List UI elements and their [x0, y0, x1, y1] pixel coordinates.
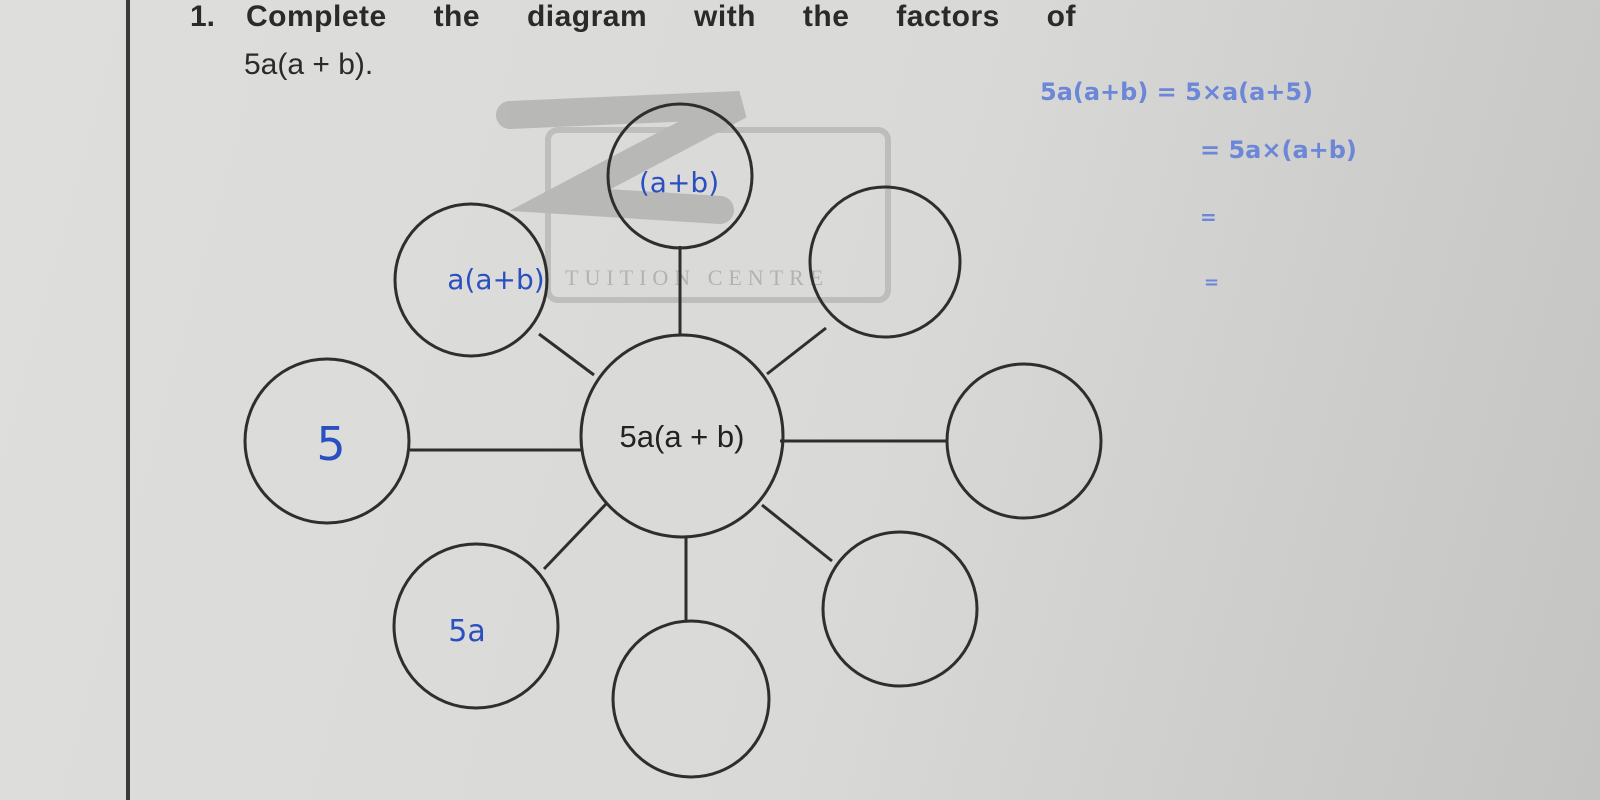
factor-circle-lower-left[interactable]: [392, 542, 560, 710]
question-number: 1.: [190, 0, 216, 33]
factor-circle-lower-right[interactable]: [821, 530, 979, 688]
factor-circle-top[interactable]: [606, 102, 754, 250]
factor-circle-bottom[interactable]: [611, 619, 771, 779]
factor-circle-upper-right[interactable]: [808, 185, 962, 339]
factor-answer-lower-left: 5a: [448, 614, 485, 649]
watermark-text: TUITION CENTRE: [565, 265, 829, 290]
working-line-3: =: [1200, 205, 1217, 229]
factor-answer-top: (a+b): [639, 166, 719, 199]
working-line-4: =: [1204, 272, 1220, 293]
working-line-2: = 5a×(a+b): [1200, 136, 1357, 164]
margin-line: [126, 0, 130, 800]
spokes: [410, 246, 948, 622]
question-text: Complete the diagram with the factors of: [246, 0, 1076, 33]
factor-circle-upper-left[interactable]: [393, 202, 549, 358]
factor-answer-left: 5: [316, 417, 345, 471]
center-expression: 5a(a + b): [620, 419, 745, 454]
working-line-1: 5a(a+b) = 5×a(a+5): [1040, 78, 1314, 106]
question-expression: 5a(a + b).: [244, 48, 374, 81]
watermark-logo: TUITION CENTRE: [496, 91, 891, 303]
factor-answer-upper-left: a(a+b): [447, 263, 544, 296]
center-circle: [579, 333, 785, 539]
factor-circle-right[interactable]: [945, 362, 1103, 520]
factor-circle-left[interactable]: [243, 357, 411, 525]
